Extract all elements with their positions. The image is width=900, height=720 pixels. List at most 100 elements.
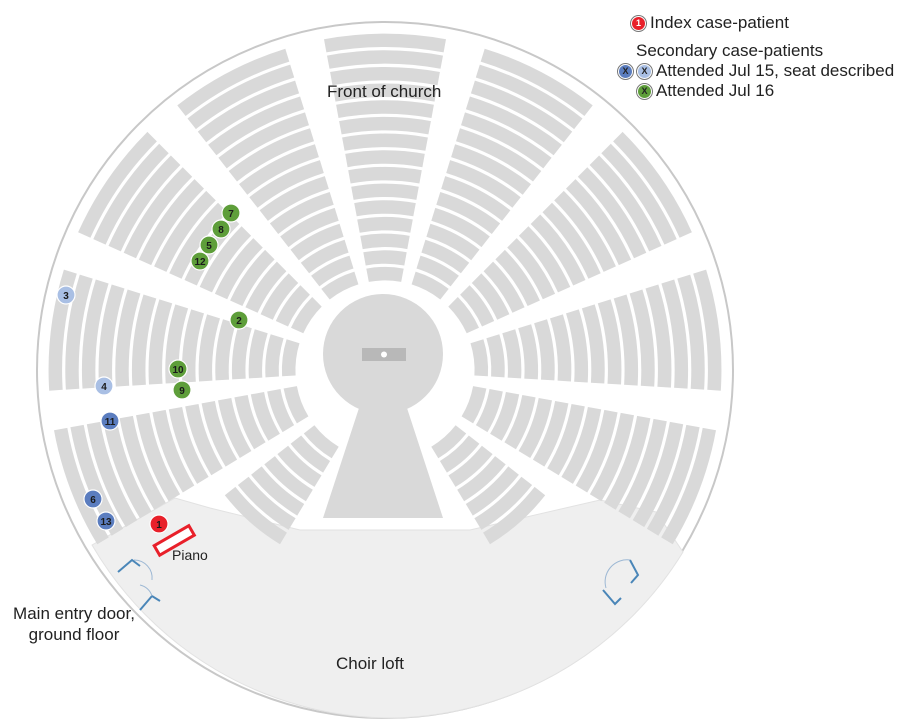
pew-row bbox=[250, 392, 280, 441]
patient-marker-number: 11 bbox=[105, 417, 116, 428]
patient-marker-dot bbox=[83, 489, 103, 509]
pew-row bbox=[456, 128, 542, 182]
patient-marker-number: 9 bbox=[179, 386, 185, 397]
pew-row bbox=[291, 297, 322, 334]
pew-row bbox=[518, 324, 539, 380]
patient-marker-dot bbox=[172, 380, 192, 400]
pew-row bbox=[439, 435, 480, 473]
pew-row bbox=[277, 445, 322, 487]
pew-row bbox=[534, 319, 555, 381]
patient-marker-dot bbox=[199, 235, 219, 255]
legend-index-label: Index case-patient bbox=[650, 13, 789, 32]
pew-row bbox=[169, 202, 228, 279]
pew-row bbox=[471, 273, 510, 320]
patient-marker-8: 8 bbox=[211, 219, 231, 239]
pew-row bbox=[475, 389, 503, 433]
legend-index: 1 Index case-patient bbox=[631, 13, 789, 33]
patient-marker-number: 8 bbox=[218, 225, 224, 236]
pew-row bbox=[168, 407, 209, 484]
pew-row bbox=[448, 297, 479, 334]
altar-center bbox=[381, 351, 387, 358]
pew-row bbox=[197, 80, 300, 143]
pew-row bbox=[230, 249, 275, 306]
pew-row bbox=[646, 424, 700, 536]
pew-row bbox=[283, 386, 309, 424]
pew-row bbox=[267, 389, 295, 433]
pew-row bbox=[324, 33, 446, 53]
pew-row bbox=[336, 100, 434, 118]
pew-row bbox=[470, 80, 573, 143]
pew-row bbox=[239, 144, 319, 195]
pew-row bbox=[613, 294, 639, 386]
pew-row bbox=[411, 271, 449, 300]
pew-row bbox=[465, 96, 562, 156]
pew-row bbox=[431, 425, 467, 459]
pew-row bbox=[426, 223, 480, 261]
pew-row bbox=[502, 329, 522, 379]
pew-row bbox=[131, 294, 157, 386]
pew-row bbox=[561, 407, 602, 484]
pew-row bbox=[93, 143, 169, 245]
center-aisle bbox=[323, 405, 443, 518]
pew-row bbox=[483, 486, 546, 545]
patient-marker-number: 1 bbox=[156, 520, 162, 531]
pew-row bbox=[645, 284, 672, 388]
pew-row bbox=[441, 176, 511, 221]
patient-marker-7: 7 bbox=[221, 203, 241, 223]
patient-marker-9: 9 bbox=[172, 380, 192, 400]
pew-row bbox=[486, 334, 505, 378]
pew-row bbox=[457, 456, 506, 502]
pew-row bbox=[201, 401, 238, 467]
pew-row bbox=[231, 324, 252, 380]
pew-row bbox=[542, 202, 601, 279]
pew-row bbox=[269, 192, 334, 234]
legend-secondary-title-text: Secondary case-patients bbox=[636, 41, 824, 60]
pew-row bbox=[495, 249, 540, 306]
pew-row bbox=[300, 239, 349, 274]
pew-row bbox=[78, 131, 157, 238]
pew-row bbox=[214, 238, 263, 300]
pew-row bbox=[65, 274, 93, 390]
pew-row bbox=[354, 200, 416, 217]
pew-row bbox=[303, 425, 339, 459]
pew-row bbox=[351, 183, 419, 200]
pew-row bbox=[123, 167, 193, 259]
pew-row bbox=[618, 418, 667, 519]
pew-row bbox=[339, 116, 431, 135]
patient-marker-11: 11 bbox=[100, 411, 120, 431]
pew-row bbox=[490, 392, 520, 441]
pew-row bbox=[518, 226, 571, 293]
pew-row bbox=[460, 285, 495, 327]
pew-row bbox=[265, 334, 284, 378]
patient-marker-6: 6 bbox=[83, 489, 103, 509]
pew-row bbox=[148, 299, 173, 385]
pew-row bbox=[327, 50, 443, 69]
pew-row bbox=[461, 112, 552, 169]
main-entry-label-line2: ground floor bbox=[28, 625, 120, 644]
legend-jul15: X X Attended Jul 15, seat described bbox=[618, 61, 894, 81]
pew-row bbox=[275, 285, 310, 327]
patient-marker-number: 5 bbox=[206, 241, 212, 252]
pew-row bbox=[248, 329, 268, 379]
piano-label: Piano bbox=[172, 547, 208, 563]
pew-row bbox=[597, 299, 622, 385]
pew-row bbox=[507, 238, 556, 300]
pew-row bbox=[480, 48, 593, 117]
pew-row bbox=[290, 435, 331, 473]
pew-row bbox=[215, 319, 236, 381]
pew-row bbox=[550, 314, 572, 382]
legend-jul15-dark-marker: X bbox=[618, 63, 633, 79]
pew-row bbox=[185, 404, 223, 476]
pew-row bbox=[138, 179, 204, 266]
patient-marker-5: 5 bbox=[199, 235, 219, 255]
pew-row bbox=[208, 96, 305, 156]
pew-row bbox=[311, 255, 354, 287]
pew-row bbox=[259, 176, 329, 221]
pew-row bbox=[589, 412, 634, 502]
pew-row bbox=[581, 304, 605, 384]
pew-row bbox=[693, 269, 722, 391]
pew-row bbox=[187, 64, 295, 130]
pew-row bbox=[290, 223, 344, 261]
choir-loft bbox=[91, 497, 684, 719]
